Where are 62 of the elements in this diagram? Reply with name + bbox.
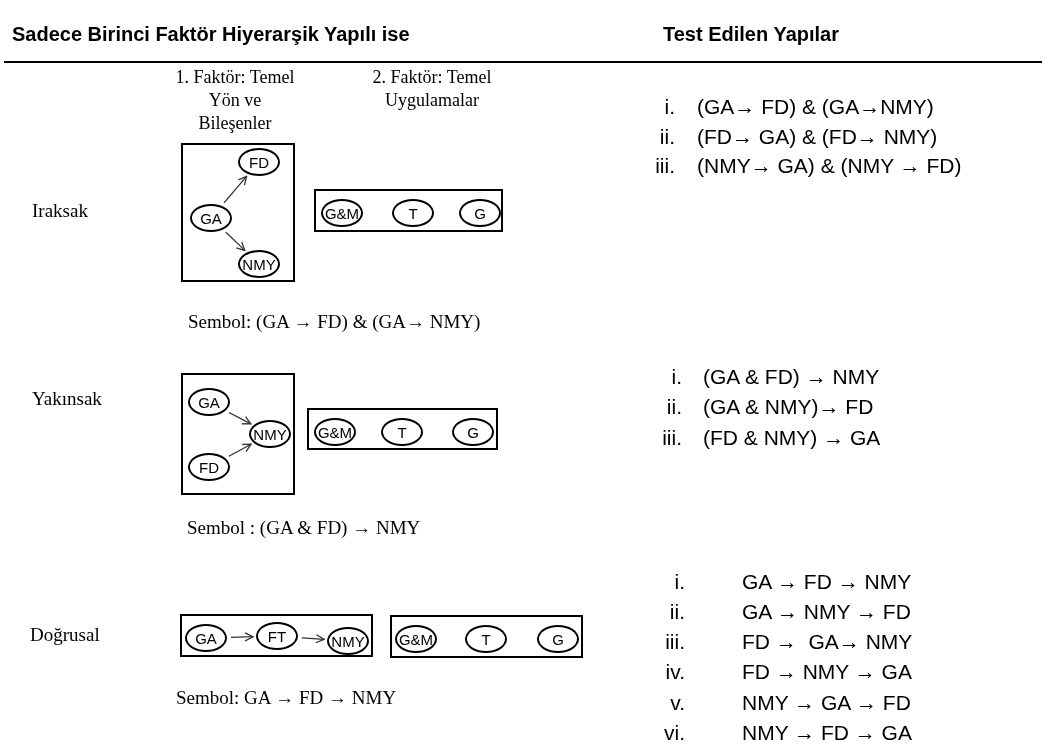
- factor-ellipse: G&M: [321, 199, 363, 227]
- list-numeral: iii.: [655, 155, 675, 176]
- list-numeral: iii.: [665, 631, 685, 652]
- hypothesis-text: (FD→ GA) & (FD→ NMY): [697, 126, 938, 147]
- factor-ellipse: G: [459, 199, 501, 227]
- factor-ellipse: FD: [238, 148, 280, 176]
- column-header: Test Edilen Yapılar: [663, 24, 839, 44]
- list-numeral: iv.: [665, 661, 685, 682]
- factor-ellipse: G: [537, 625, 579, 653]
- factor-ellipse: G&M: [314, 418, 356, 446]
- hypothesis-text: (GA & NMY)→ FD: [703, 396, 874, 417]
- arrow: [301, 634, 325, 644]
- hypothesis-text: GA → NMY → FD: [742, 601, 911, 622]
- arrow: [230, 632, 254, 642]
- list-numeral: iii.: [662, 427, 682, 448]
- hypothesis-text: (NMY→ GA) & (NMY → FD): [697, 155, 962, 176]
- factor-box: [181, 373, 295, 495]
- list-numeral: i.: [671, 366, 682, 387]
- hypothesis-text: NMY → FD → GA: [742, 722, 912, 743]
- factor-box: [390, 615, 583, 658]
- list-numeral: vi.: [664, 722, 685, 743]
- factor-heading: 2. Faktör: Temel Uygulamalar: [371, 66, 493, 112]
- factor-ellipse: NMY: [327, 627, 369, 655]
- factor-ellipse: G&M: [395, 625, 437, 653]
- list-numeral: ii.: [666, 396, 682, 417]
- factor-box: [307, 408, 498, 450]
- list-numeral: ii.: [659, 126, 675, 147]
- factor-ellipse: T: [465, 625, 507, 653]
- arrow: [228, 411, 252, 425]
- list-numeral: v.: [670, 692, 685, 713]
- factor-ellipse: T: [381, 418, 423, 446]
- arrow: [228, 443, 252, 457]
- factor-ellipse: FD: [188, 453, 230, 481]
- row-label: Doğrusal: [30, 625, 100, 644]
- arrow: [225, 231, 246, 252]
- symbol-caption: Sembol: (GA → FD) & (GA→ NMY): [188, 312, 481, 331]
- hypothesis-text: (GA & FD) → NMY: [703, 366, 880, 387]
- hypothesis-text: FD → GA→ NMY: [742, 631, 913, 652]
- hypothesis-text: GA → FD → NMY: [742, 571, 912, 592]
- column-header: Sadece Birinci Faktör Hiyerarşik Yapılı ise: [12, 24, 410, 44]
- factor-box: [180, 614, 373, 657]
- factor-ellipse: GA: [185, 624, 227, 652]
- symbol-caption: Sembol: GA → FD → NMY: [176, 688, 397, 707]
- factor-ellipse: GA: [188, 388, 230, 416]
- factor-ellipse: T: [392, 199, 434, 227]
- arrow: [223, 175, 248, 204]
- factor-heading: 1. Faktör: Temel Yön ve Bileşenler: [175, 66, 295, 135]
- hypothesis-text: NMY → GA → FD: [742, 692, 911, 713]
- factor-ellipse: FT: [256, 622, 298, 650]
- factor-ellipse: NMY: [249, 420, 291, 448]
- list-numeral: i.: [674, 571, 685, 592]
- factor-ellipse: GA: [190, 204, 232, 232]
- list-numeral: i.: [664, 96, 675, 117]
- symbol-caption: Sembol : (GA & FD) → NMY: [187, 518, 421, 537]
- factor-ellipse: NMY: [238, 250, 280, 278]
- factor-ellipse: G: [452, 418, 494, 446]
- hypothesis-text: (FD & NMY) → GA: [703, 427, 881, 448]
- row-label: Iraksak: [32, 201, 88, 220]
- hypothesis-text: FD → NMY → GA: [742, 661, 912, 682]
- row-label: Yakınsak: [32, 389, 102, 408]
- list-numeral: ii.: [669, 601, 685, 622]
- hypothesis-text: (GA→ FD) & (GA→NMY): [697, 96, 934, 117]
